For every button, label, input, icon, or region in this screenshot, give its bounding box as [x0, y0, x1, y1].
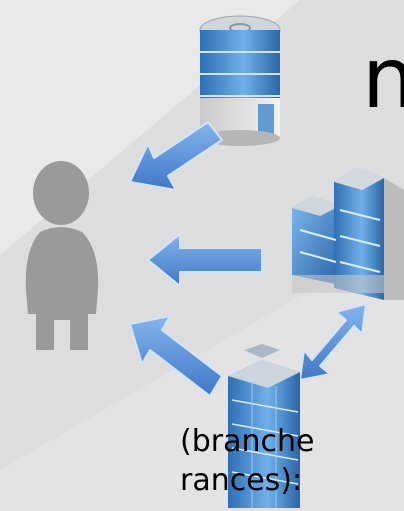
skyscraper-icon [228, 344, 300, 508]
arrow-left-icon [147, 233, 263, 287]
double-arrow-icon [299, 303, 367, 381]
arrow-left-up-icon [129, 315, 223, 397]
slide-title-fragment: n [362, 29, 404, 127]
twin-office-towers-icon [292, 168, 404, 300]
person-silhouette-icon [25, 161, 99, 350]
arrow-left-down-icon [129, 121, 223, 191]
diagonal-band [0, 0, 404, 470]
body-text-line-2: rances): [180, 463, 303, 498]
body-text-line-1: (branche [180, 424, 315, 459]
